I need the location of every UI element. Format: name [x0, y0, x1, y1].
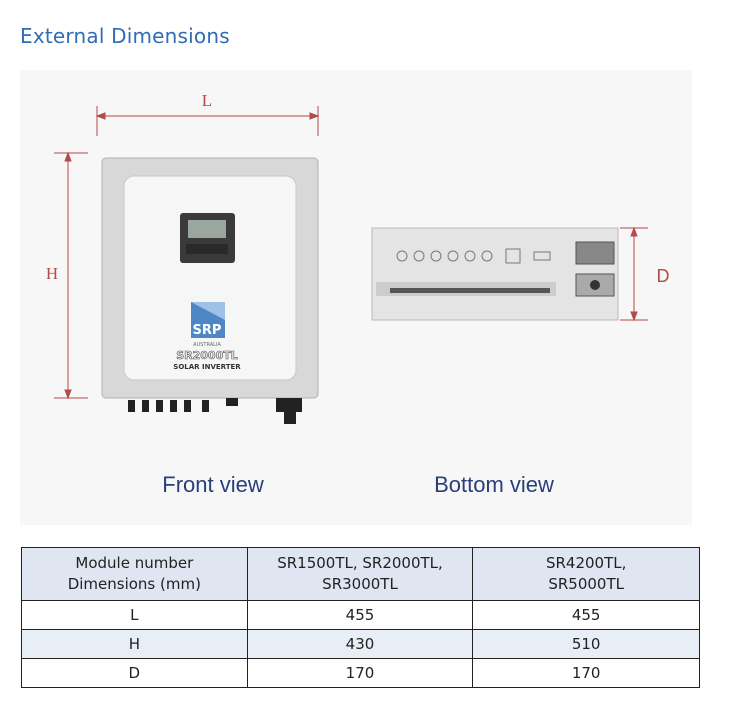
header-cell-small-models: SR1500TL, SR2000TL, SR3000TL	[246, 547, 474, 601]
dimension-l	[95, 106, 320, 136]
inverter-bottom-body	[371, 227, 619, 321]
header-large-line2: SR5000TL	[548, 575, 624, 593]
model-text: SR2000TL	[176, 349, 238, 362]
row-value-small: 430	[246, 629, 474, 659]
row-value-large: 455	[472, 600, 700, 630]
table-row: D 170 170	[21, 658, 700, 688]
row-label: H	[21, 629, 248, 659]
header-cell-module: Module number Dimensions (mm)	[21, 547, 248, 601]
row-value-large: 510	[472, 629, 700, 659]
dim-d-label: D	[657, 266, 670, 286]
row-label: L	[21, 600, 248, 630]
header-small-line1: SR1500TL, SR2000TL,	[277, 554, 443, 572]
row-value-small: 455	[246, 600, 474, 630]
dimensions-figure: L H SRP AUSTRALIA SR2000TL SOLAR INVERTE…	[20, 70, 692, 525]
header-large-line1: SR4200TL,	[545, 554, 627, 572]
header-cell-large-models: SR4200TL, SR5000TL	[472, 547, 700, 601]
header-small-line2: SR3000TL	[322, 575, 398, 593]
front-connectors	[128, 398, 302, 424]
front-view-caption: Front view	[162, 472, 264, 497]
table-row: H 430 510	[21, 629, 700, 659]
inverter-front-body	[101, 157, 319, 399]
bottom-view-caption: Bottom view	[434, 472, 554, 497]
brand-sub: AUSTRALIA	[193, 342, 221, 348]
row-value-large: 170	[472, 658, 700, 688]
header-module-line2: Dimensions (mm)	[67, 575, 201, 593]
dimension-d	[620, 226, 648, 322]
table-header-row: Module number Dimensions (mm) SR1500TL, …	[21, 547, 700, 601]
row-value-small: 170	[246, 658, 474, 688]
table-row: L 455 455	[21, 600, 700, 630]
header-module-line1: Module number	[75, 554, 194, 572]
dim-h-label: H	[46, 264, 58, 283]
inverter-drawing: L H SRP AUSTRALIA SR2000TL SOLAR INVERTE…	[46, 91, 670, 497]
product-text: SOLAR INVERTER	[173, 363, 241, 371]
row-label: D	[21, 658, 248, 688]
section-title: External Dimensions	[20, 24, 230, 48]
brand-logo: SRP	[193, 323, 222, 338]
dimension-h	[54, 151, 88, 400]
dim-l-label: L	[202, 91, 212, 110]
dimensions-table: Module number Dimensions (mm) SR1500TL, …	[21, 547, 700, 688]
